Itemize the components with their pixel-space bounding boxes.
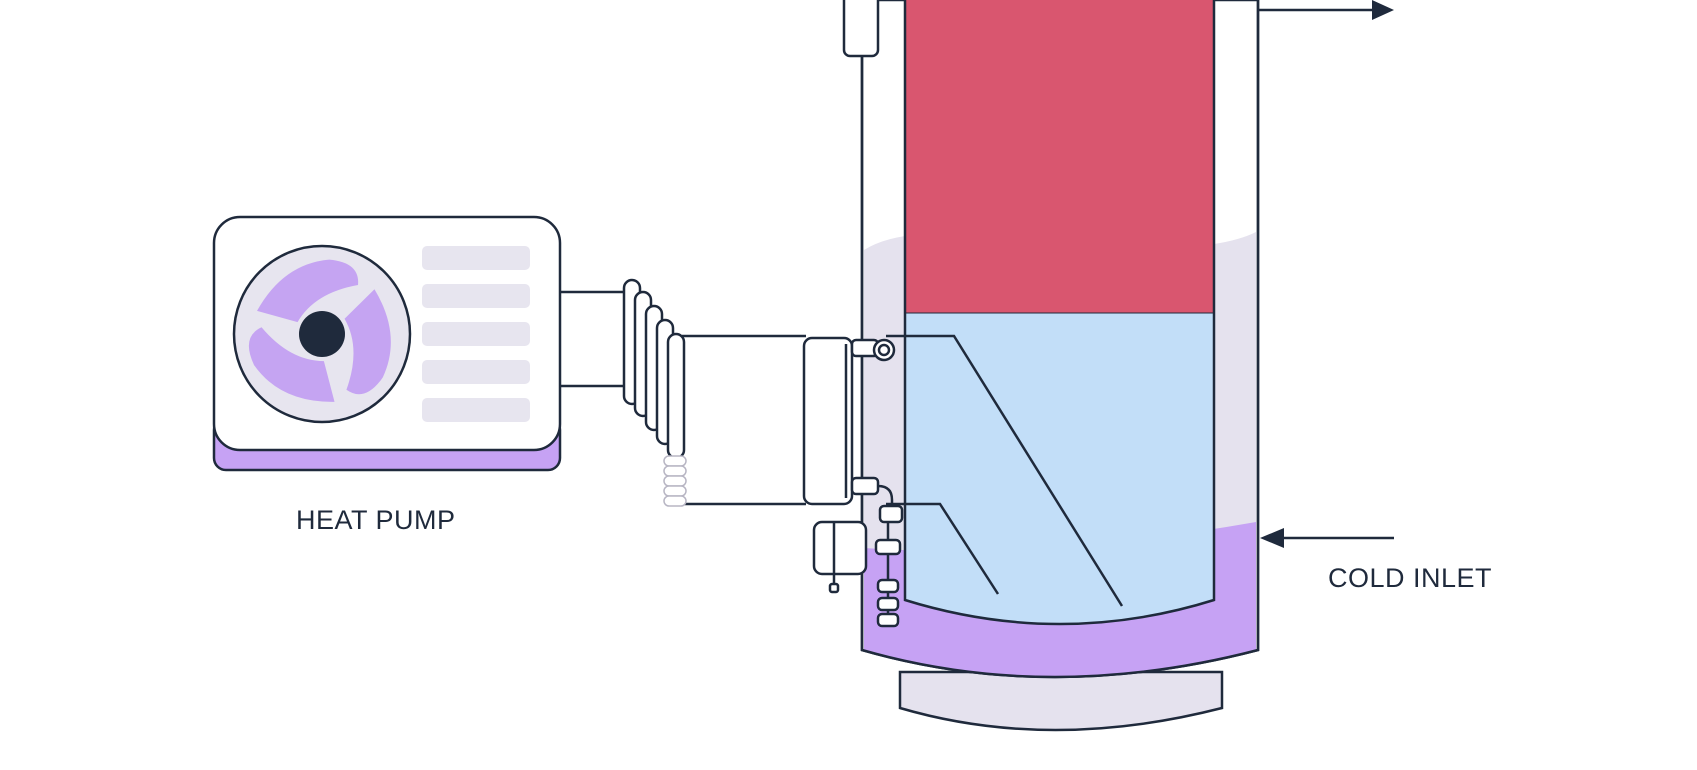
inner-tank-outline (903, 0, 1216, 626)
cold-inlet-label: COLD INLET (1328, 563, 1493, 593)
arrow-left-icon (1260, 528, 1284, 548)
hot-water-cylinder (842, 0, 1260, 732)
heating-coil (886, 334, 1124, 607)
circulation-pump (812, 520, 868, 576)
heat-pump-label: HEAT PUMP (296, 505, 456, 535)
arrow-right-icon (1372, 0, 1394, 20)
cold-inlet-arrow (1260, 528, 1394, 548)
hot-outlet-arrow (1258, 0, 1394, 20)
heat-pump-grille (422, 246, 530, 422)
thermostat-pocket (842, 0, 880, 58)
fan-icon (232, 244, 412, 424)
heat-pump-unit (212, 215, 562, 472)
cold-water-section (905, 313, 1214, 624)
hot-water-section (905, 0, 1214, 313)
heat-exchanger (558, 278, 904, 628)
cylinder-plinth (898, 670, 1224, 732)
